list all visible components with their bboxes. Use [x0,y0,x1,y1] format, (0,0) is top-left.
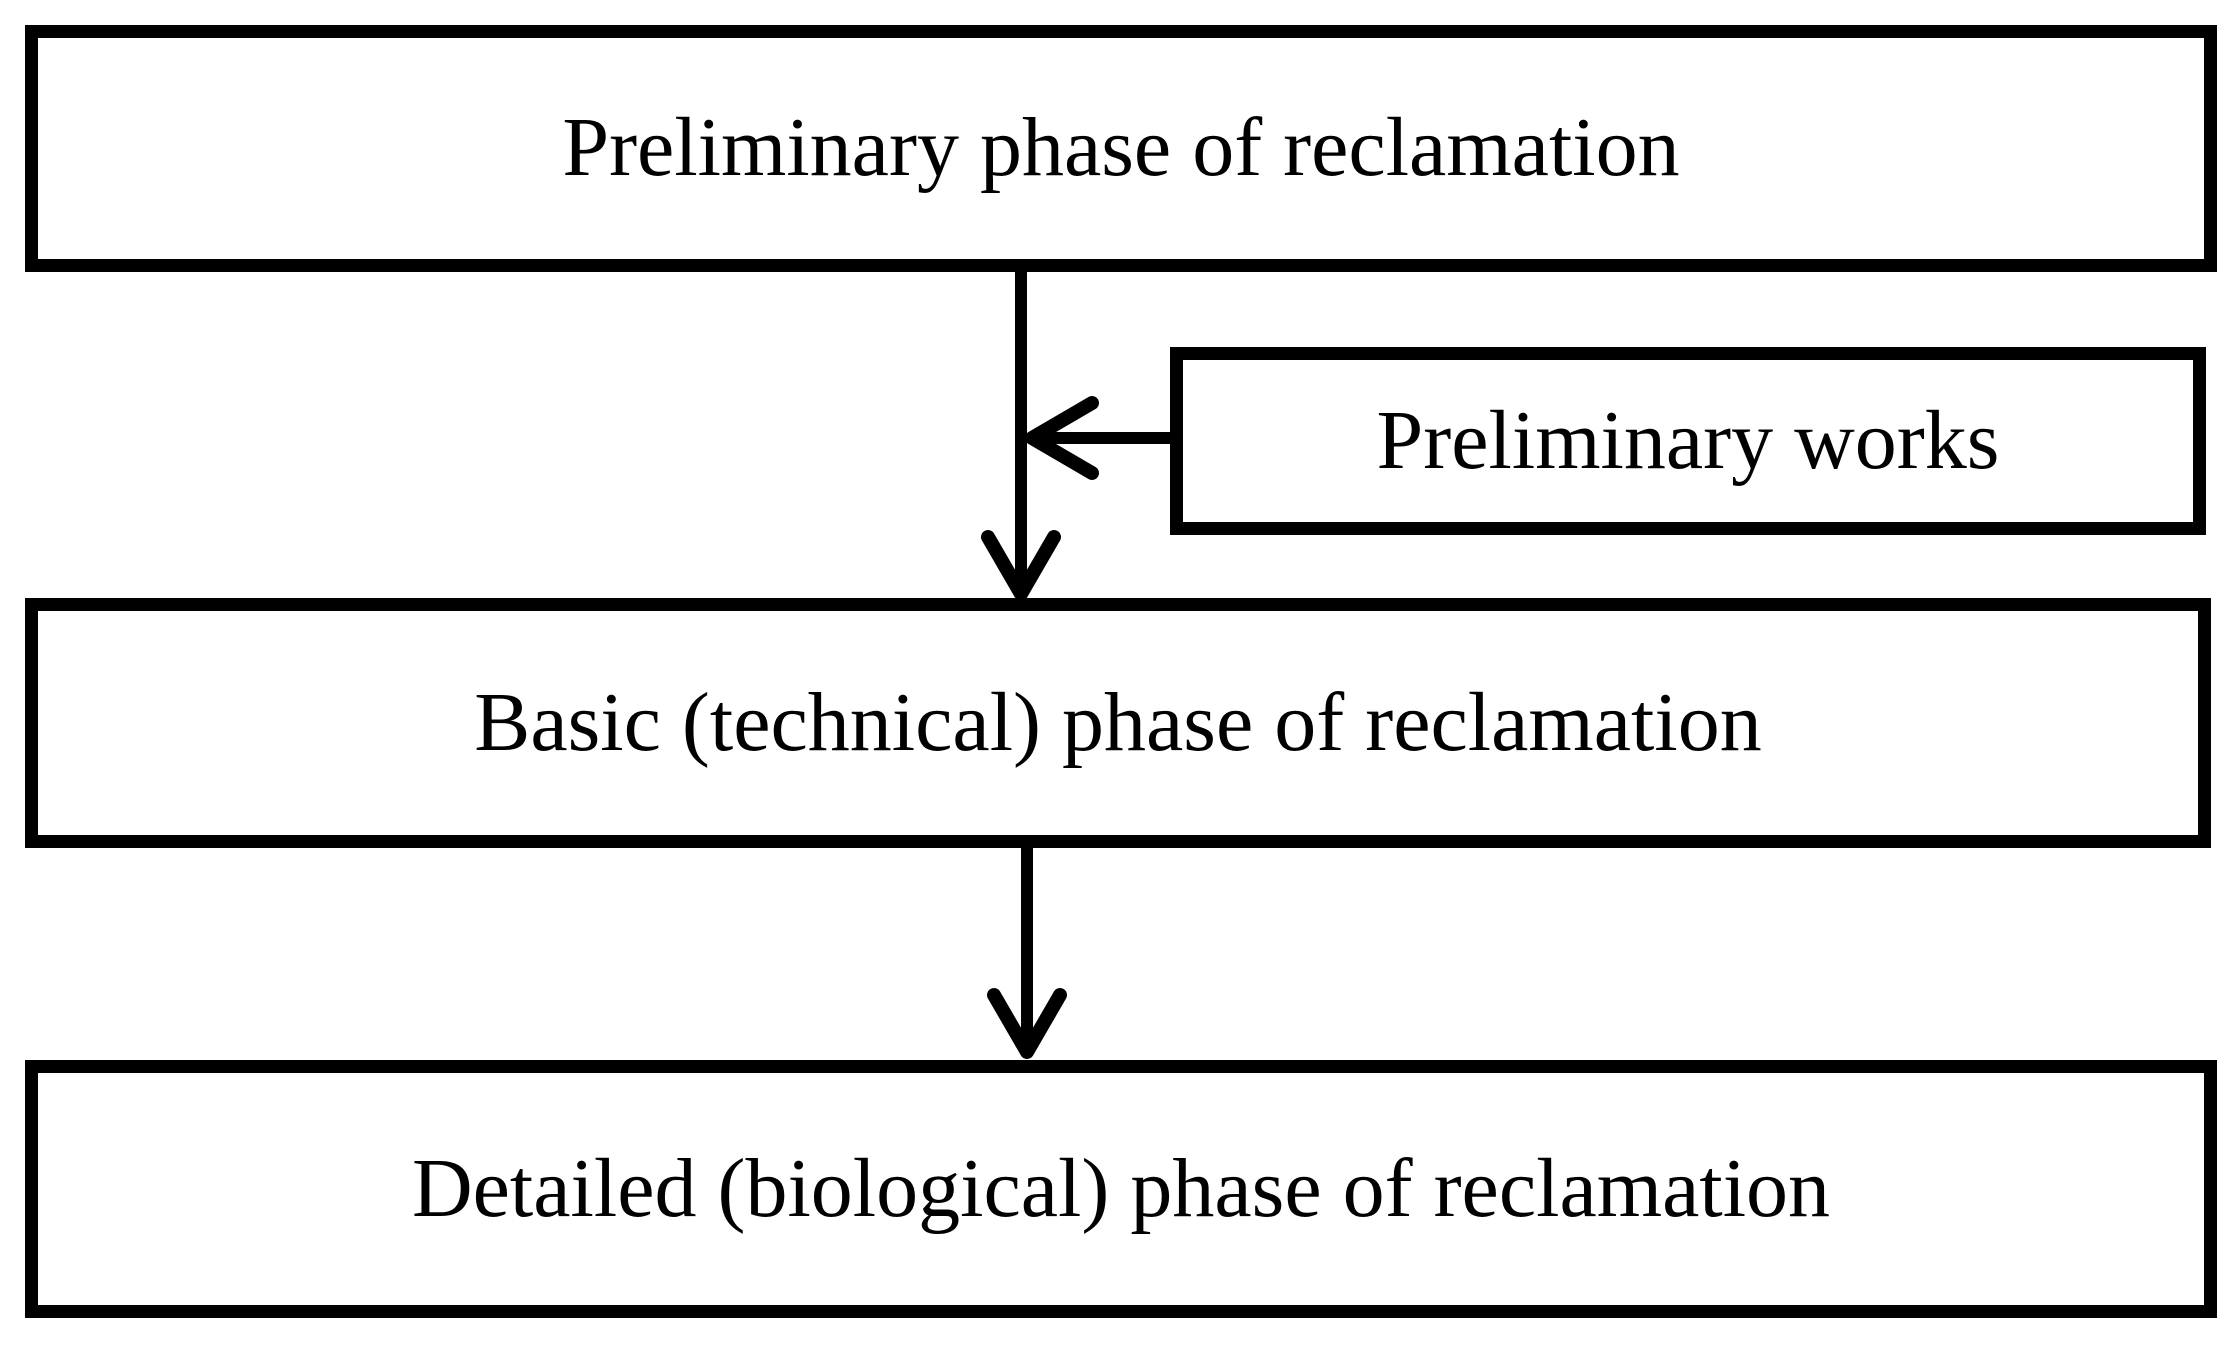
node-preliminary-works: Preliminary works [1170,347,2206,535]
node-preliminary-works-label: Preliminary works [1376,393,2000,487]
arrow-preliminary-works-to-connector [1025,396,1174,480]
arrow-preliminary-phase-to-basic-phase [981,266,1061,601]
arrow-basic-phase-to-detailed-phase [987,844,1067,1059]
node-preliminary-phase: Preliminary phase of reclamation [25,25,2217,272]
node-detailed-phase: Detailed (biological) phase of reclamati… [25,1060,2217,1318]
node-preliminary-phase-label: Preliminary phase of reclamation [562,101,1680,195]
node-basic-phase: Basic (technical) phase of reclamation [25,598,2211,848]
node-basic-phase-label: Basic (technical) phase of reclamation [474,675,1762,769]
node-detailed-phase-label: Detailed (biological) phase of reclamati… [411,1141,1831,1235]
